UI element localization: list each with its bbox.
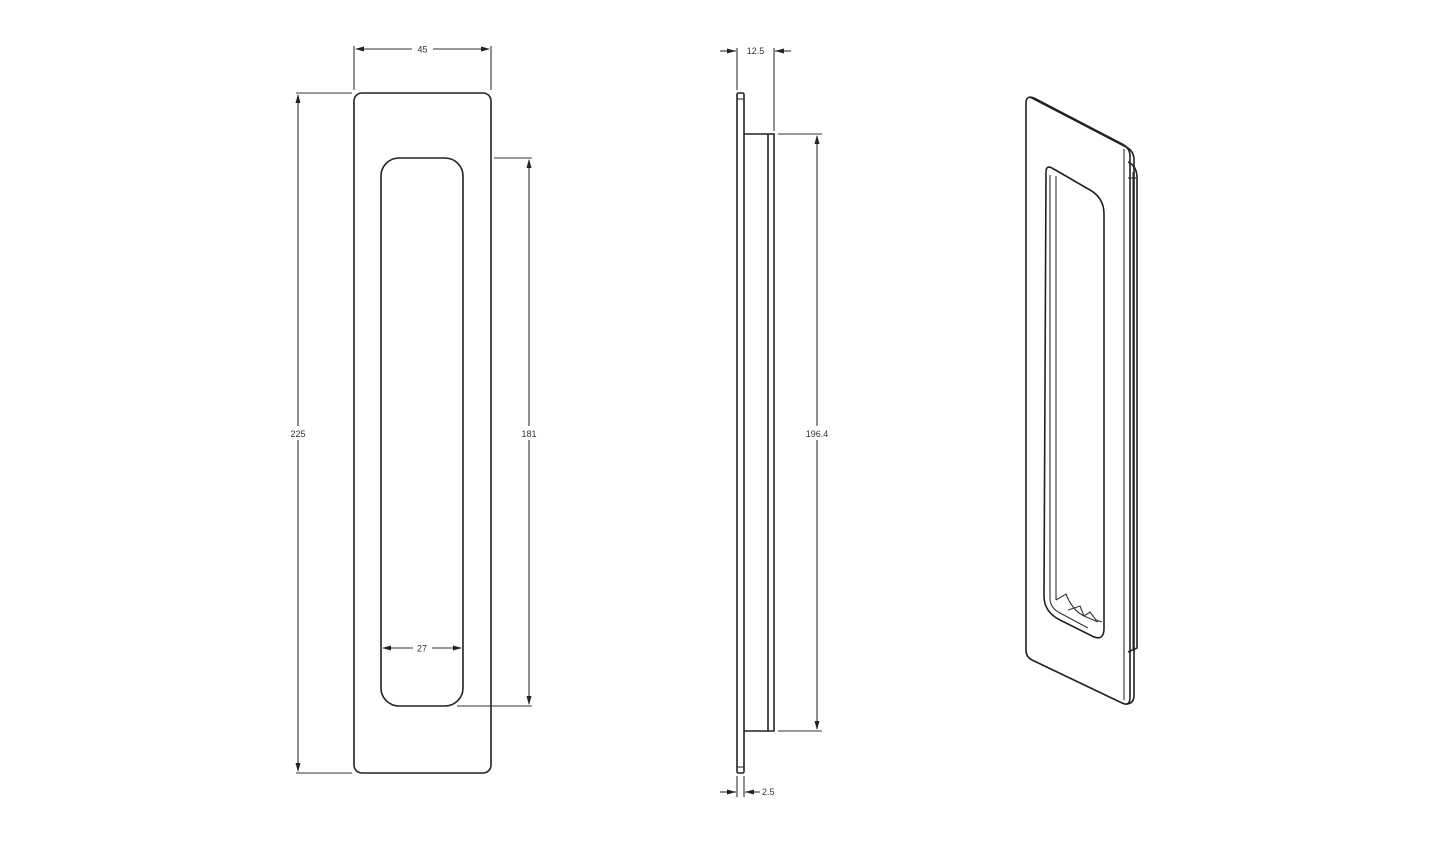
dim-overall-height: 225: [288, 92, 352, 774]
dim-label-body-height: 196.4: [806, 429, 829, 439]
dim-label-thickness: 2.5: [762, 787, 775, 797]
iso-recess-outline: [1043, 166, 1105, 639]
dim-recess-width: 27: [382, 642, 462, 654]
side-plate-outline: [736, 92, 745, 774]
front-plate-outline: [353, 92, 492, 774]
dim-label-recess-height: 181: [521, 429, 536, 439]
dim-body-height: 196.4: [778, 133, 832, 732]
front-view: 45 225 181 27: [288, 43, 539, 774]
dim-recess-height: 181: [457, 157, 539, 707]
front-recess-outline: [380, 157, 464, 707]
dim-plate-thickness: 2.5: [720, 776, 775, 797]
side-body-outline: [744, 133, 775, 732]
dim-label-height: 225: [290, 429, 305, 439]
dim-label-width: 45: [417, 45, 427, 55]
side-view: 12.5 196.4 2.5: [720, 46, 832, 797]
dim-overall-depth: 12.5: [720, 46, 791, 131]
isometric-view: [1025, 96, 1138, 705]
dim-label-depth: 12.5: [747, 46, 765, 56]
dim-label-recess-width: 27: [417, 644, 427, 654]
iso-plate-outline: [1025, 96, 1131, 705]
dim-overall-width: 45: [353, 43, 492, 90]
